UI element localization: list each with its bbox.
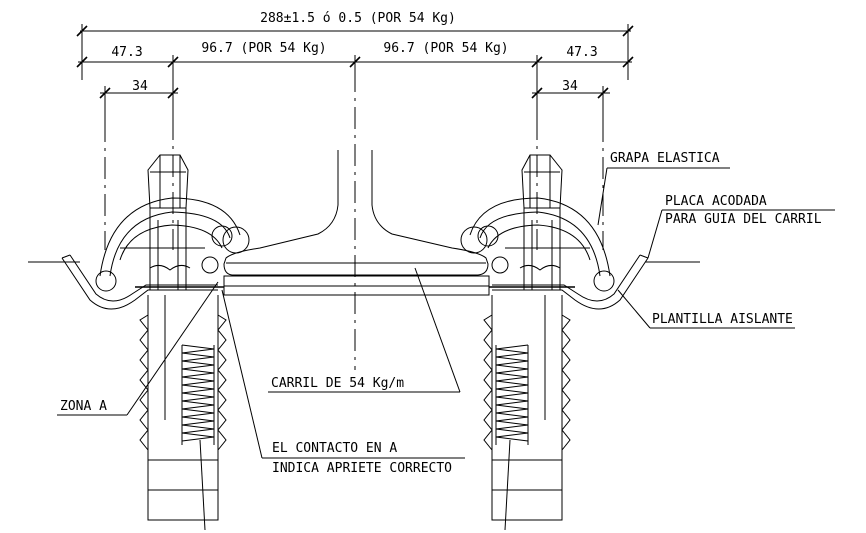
center-lines (104, 70, 604, 370)
label-placa: PLACA ACODADA PARA GUIA DEL CARRIL (647, 194, 835, 259)
label-zona: ZONA A (57, 281, 219, 416)
label-contacto: EL CONTACTO EN A INDICA APRIETE CORRECTO (221, 289, 465, 476)
dimension-right-outer-label: 47.3 (566, 45, 597, 60)
dimension-left-outer-label: 47.3 (111, 45, 142, 60)
right-fastening (460, 154, 649, 531)
plantilla-aislante-label: PLANTILLA AISLANTE (652, 312, 793, 327)
carril-label: CARRIL DE 54 Kg/m (271, 376, 404, 391)
dimension-left-inner-label: 96.7 (POR 54 Kg) (201, 41, 326, 56)
placa-acodada-label: PLACA ACODADA (665, 194, 767, 209)
rail-profile (223, 150, 489, 276)
label-carril: CARRIL DE 54 Kg/m (268, 267, 461, 393)
dimension-right-small-label: 34 (562, 79, 578, 94)
label-grapa: GRAPA ELASTICA (597, 151, 730, 226)
dimension-row-3: 34 34 (99, 79, 610, 120)
zona-a-label: ZONA A (60, 399, 107, 414)
dimension-row-2: 47.3 96.7 (POR 54 Kg) 96.7 (POR 54 Kg) 4… (76, 41, 634, 118)
dimension-overall: 288±1.5 ó 0.5 (POR 54 Kg) (76, 11, 634, 80)
contacto-label-line1: EL CONTACTO EN A (272, 441, 397, 456)
dimension-right-inner-label: 96.7 (POR 54 Kg) (383, 41, 508, 56)
base-plate (28, 261, 700, 296)
grapa-elastica-label: GRAPA ELASTICA (610, 151, 720, 166)
left-fastening (61, 154, 250, 531)
dimension-overall-label: 288±1.5 ó 0.5 (POR 54 Kg) (260, 11, 456, 26)
dimension-left-small-label: 34 (132, 79, 148, 94)
contacto-label-line2: INDICA APRIETE CORRECTO (272, 461, 452, 476)
label-plantilla: PLANTILLA AISLANTE (617, 289, 795, 329)
placa-guia-label: PARA GUIA DEL CARRIL (665, 212, 822, 227)
